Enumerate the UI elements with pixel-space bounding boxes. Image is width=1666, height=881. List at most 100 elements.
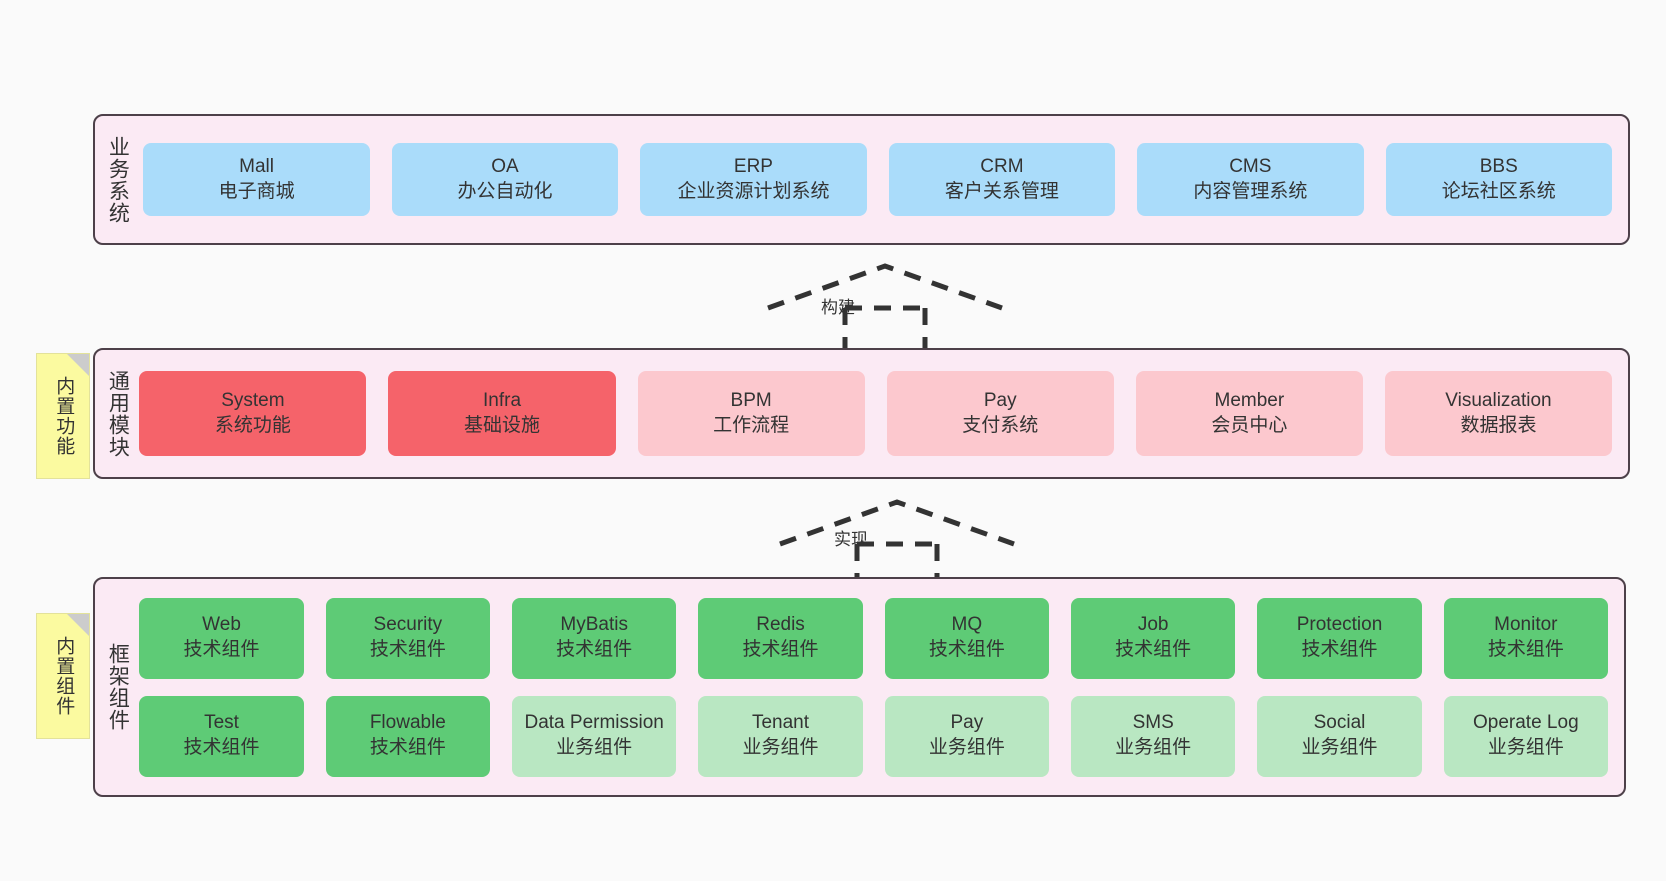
- layer-title-framework-component: 框架组件: [106, 643, 130, 731]
- card-subtitle: 业务组件: [1487, 737, 1564, 758]
- card-subtitle: 基础设施: [464, 414, 541, 436]
- card-title: Flowable: [369, 712, 446, 734]
- card-subtitle: 技术组件: [1301, 639, 1378, 660]
- card-subtitle: 技术组件: [369, 737, 446, 758]
- card-title: Job: [1137, 614, 1169, 636]
- connector-build-arrow: [767, 263, 1003, 348]
- card-redis[interactable]: Redis 技术组件: [698, 597, 863, 679]
- card-subtitle: 办公自动化: [457, 180, 553, 202]
- card-pay[interactable]: Pay 支付系统: [886, 371, 1114, 456]
- card-title: Protection: [1296, 614, 1383, 636]
- card-subtitle: 论坛社区系统: [1441, 180, 1556, 202]
- card-title: Social: [1313, 712, 1366, 734]
- card-visualization[interactable]: Visualization 数据报表: [1384, 371, 1613, 456]
- card-title: Data Permission: [524, 712, 664, 734]
- card-bpm[interactable]: BPM 工作流程: [637, 371, 865, 456]
- card-monitor[interactable]: Monitor 技术组件: [1443, 597, 1608, 679]
- card-cms[interactable]: CMS 内容管理系统: [1137, 143, 1364, 216]
- card-title: System: [221, 389, 285, 411]
- card-subtitle: 电子商城: [218, 180, 295, 202]
- card-mq[interactable]: MQ 技术组件: [884, 597, 1049, 679]
- note-label: 内置功能: [53, 376, 75, 456]
- card-row: Test 技术组件 Flowable 技术组件 Data Permission …: [139, 695, 1608, 777]
- card-subtitle: 技术组件: [183, 639, 260, 660]
- card-subtitle: 技术组件: [1487, 639, 1564, 660]
- card-infra[interactable]: Infra 基础设施: [388, 371, 616, 456]
- layer-business-system: 业务系统 Mall 电子商城 OA 办公自动化 ERP 企业资源计划系统 CRM: [93, 114, 1630, 245]
- note-builtin-component: 内置组件: [36, 613, 90, 739]
- connector-build-label: 构建: [821, 298, 855, 317]
- card-erp[interactable]: ERP 企业资源计划系统: [640, 143, 867, 216]
- card-operate-log[interactable]: Operate Log 业务组件: [1443, 695, 1608, 777]
- card-oa[interactable]: OA 办公自动化: [391, 143, 619, 216]
- layer-framework-component: 框架组件 Web 技术组件 Security 技术组件 MyBatis 技术组件…: [93, 577, 1626, 797]
- card-pay-business[interactable]: Pay 业务组件: [884, 695, 1049, 777]
- card-subtitle: 业务组件: [1301, 737, 1378, 758]
- layer-common-cards: System 系统功能 Infra 基础设施 BPM 工作流程 Pay 支付系统…: [135, 350, 1628, 477]
- card-subtitle: 技术组件: [369, 639, 446, 660]
- card-subtitle: 企业资源计划系统: [677, 180, 830, 202]
- card-title: CMS: [1229, 155, 1272, 177]
- card-title: Tenant: [751, 712, 810, 734]
- card-row: Mall 电子商城 OA 办公自动化 ERP 企业资源计划系统 CRM 客户关系…: [143, 143, 1612, 216]
- card-subtitle: 业务组件: [1115, 737, 1192, 758]
- card-title: Operate Log: [1473, 712, 1579, 734]
- layer-title-business-system: 业务系统: [106, 135, 130, 224]
- fold-corner-icon: [67, 354, 89, 376]
- card-title: MyBatis: [560, 614, 628, 636]
- card-row: Web 技术组件 Security 技术组件 MyBatis 技术组件 Redi…: [139, 597, 1608, 679]
- card-system[interactable]: System 系统功能: [139, 371, 367, 456]
- card-job[interactable]: Job 技术组件: [1071, 597, 1236, 679]
- note-builtin-function: 内置功能: [36, 353, 90, 479]
- card-subtitle: 技术组件: [556, 639, 633, 660]
- card-subtitle: 工作流程: [713, 414, 790, 436]
- card-crm[interactable]: CRM 客户关系管理: [888, 143, 1116, 216]
- card-subtitle: 会员中心: [1211, 414, 1288, 436]
- card-title: Test: [204, 712, 239, 734]
- card-title: ERP: [733, 155, 773, 177]
- card-security[interactable]: Security 技术组件: [325, 597, 491, 679]
- card-title: Infra: [483, 389, 522, 411]
- card-test[interactable]: Test 技术组件: [139, 695, 304, 777]
- card-title: Visualization: [1445, 389, 1552, 411]
- layer-common-module: 通用模块 System 系统功能 Infra 基础设施 BPM 工作流程 Pay: [93, 348, 1630, 479]
- card-subtitle: 系统功能: [214, 414, 291, 436]
- layer-business-cards: Mall 电子商城 OA 办公自动化 ERP 企业资源计划系统 CRM 客户关系…: [135, 116, 1628, 243]
- card-web[interactable]: Web 技术组件: [139, 597, 304, 679]
- card-title: Security: [373, 614, 443, 636]
- card-protection[interactable]: Protection 技术组件: [1257, 597, 1422, 679]
- card-title: Monitor: [1494, 614, 1558, 636]
- layer-framework-cards: Web 技术组件 Security 技术组件 MyBatis 技术组件 Redi…: [135, 579, 1624, 795]
- card-title: Pay: [983, 389, 1017, 411]
- card-tenant[interactable]: Tenant 业务组件: [698, 695, 863, 777]
- card-mybatis[interactable]: MyBatis 技术组件: [512, 597, 677, 679]
- card-subtitle: 数据报表: [1460, 414, 1537, 436]
- card-subtitle: 业务组件: [742, 737, 819, 758]
- card-subtitle: 技术组件: [1115, 639, 1192, 660]
- card-title: OA: [491, 155, 519, 177]
- card-subtitle: 技术组件: [183, 737, 260, 758]
- card-data-permission[interactable]: Data Permission 业务组件: [512, 695, 677, 777]
- card-row: System 系统功能 Infra 基础设施 BPM 工作流程 Pay 支付系统…: [139, 371, 1613, 456]
- card-title: Web: [202, 614, 241, 636]
- card-flowable[interactable]: Flowable 技术组件: [325, 695, 491, 777]
- card-subtitle: 技术组件: [742, 639, 819, 660]
- card-title: SMS: [1132, 712, 1174, 734]
- card-title: Member: [1214, 389, 1285, 411]
- card-title: BBS: [1479, 155, 1518, 177]
- card-sms[interactable]: SMS 业务组件: [1071, 695, 1236, 777]
- card-bbs[interactable]: BBS 论坛社区系统: [1385, 143, 1612, 216]
- fold-corner-icon: [67, 614, 89, 636]
- card-title: CRM: [980, 155, 1024, 177]
- card-member[interactable]: Member 会员中心: [1135, 371, 1363, 456]
- card-subtitle: 业务组件: [556, 737, 633, 758]
- card-title: Mall: [239, 155, 274, 177]
- card-subtitle: 支付系统: [962, 414, 1039, 436]
- card-title: Pay: [950, 712, 984, 734]
- card-mall[interactable]: Mall 电子商城: [143, 143, 370, 216]
- card-subtitle: 内容管理系统: [1193, 180, 1308, 202]
- connector-implement-label: 实现: [834, 530, 868, 549]
- card-social[interactable]: Social 业务组件: [1257, 695, 1422, 777]
- layer-title-common-module: 通用模块: [106, 369, 130, 458]
